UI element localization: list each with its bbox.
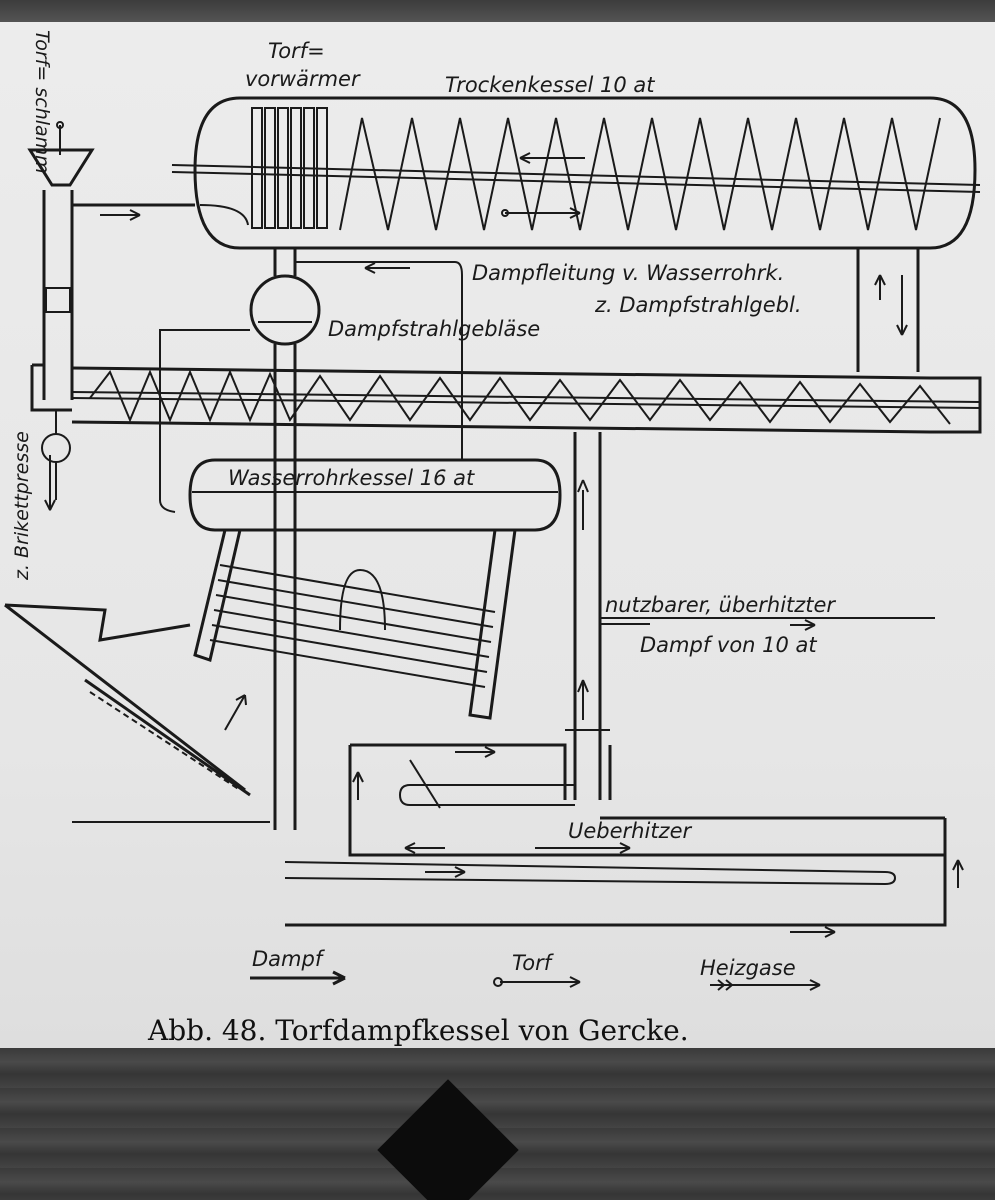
ueberhitzer	[284, 743, 947, 927]
label-torfschlamm: Torf= schlamm	[31, 30, 53, 174]
steam-output-pipe	[565, 432, 935, 800]
legend-arrows	[250, 970, 821, 991]
legend-heizgase-arrow	[710, 979, 821, 991]
label-brikettpresse: z. Brikettpresse	[11, 431, 33, 581]
flow-arrows	[44, 121, 964, 938]
label-dampfleitung-2: z. Dampfstrahlgebl.	[594, 293, 802, 317]
torfvorwaermer-tubes	[199, 107, 328, 229]
tube-bank	[209, 564, 496, 688]
legend-torf: Torf	[512, 951, 555, 975]
screw-conveyor	[71, 366, 982, 434]
label-nutzbarer-2: Dampf von 10 at	[640, 633, 817, 657]
wood-background-bottom	[0, 1048, 995, 1200]
label-nutzbarer-1: nutzbarer, überhitzter	[605, 593, 836, 617]
legend-heizgase: Heizgase	[700, 956, 796, 980]
wasserrohrkessel-drum	[188, 458, 562, 720]
figure-caption: Abb. 48. Torfdampfkessel von Gercke.	[147, 1014, 689, 1047]
label-torfvorwaermer-1: Torf=	[268, 39, 325, 63]
label-dampfstrahlgeblaese: Dampfstrahlgebläse	[328, 317, 540, 341]
trockenkessel-drum	[171, 96, 981, 250]
label-wasserrohrkessel: Wasserrohrkessel 16 at	[228, 466, 475, 490]
label-trockenkessel: Trockenkessel 10 at	[445, 73, 655, 97]
drum-connector	[856, 248, 920, 372]
dampfstrahlgeblaese	[159, 248, 463, 830]
label-dampfleitung-1: Dampfleitung v. Wasserrohrk.	[472, 261, 784, 285]
legend-dampf: Dampf	[252, 947, 326, 971]
label-ueberhitzer: Ueberhitzer	[568, 819, 692, 843]
grate-chute	[4, 603, 270, 823]
label-torfvorwaermer-2: vorwärmer	[245, 67, 361, 91]
legend-dampf-arrow	[250, 970, 346, 986]
legend-torf-arrow	[500, 976, 581, 988]
feed-hopper	[27, 148, 195, 500]
